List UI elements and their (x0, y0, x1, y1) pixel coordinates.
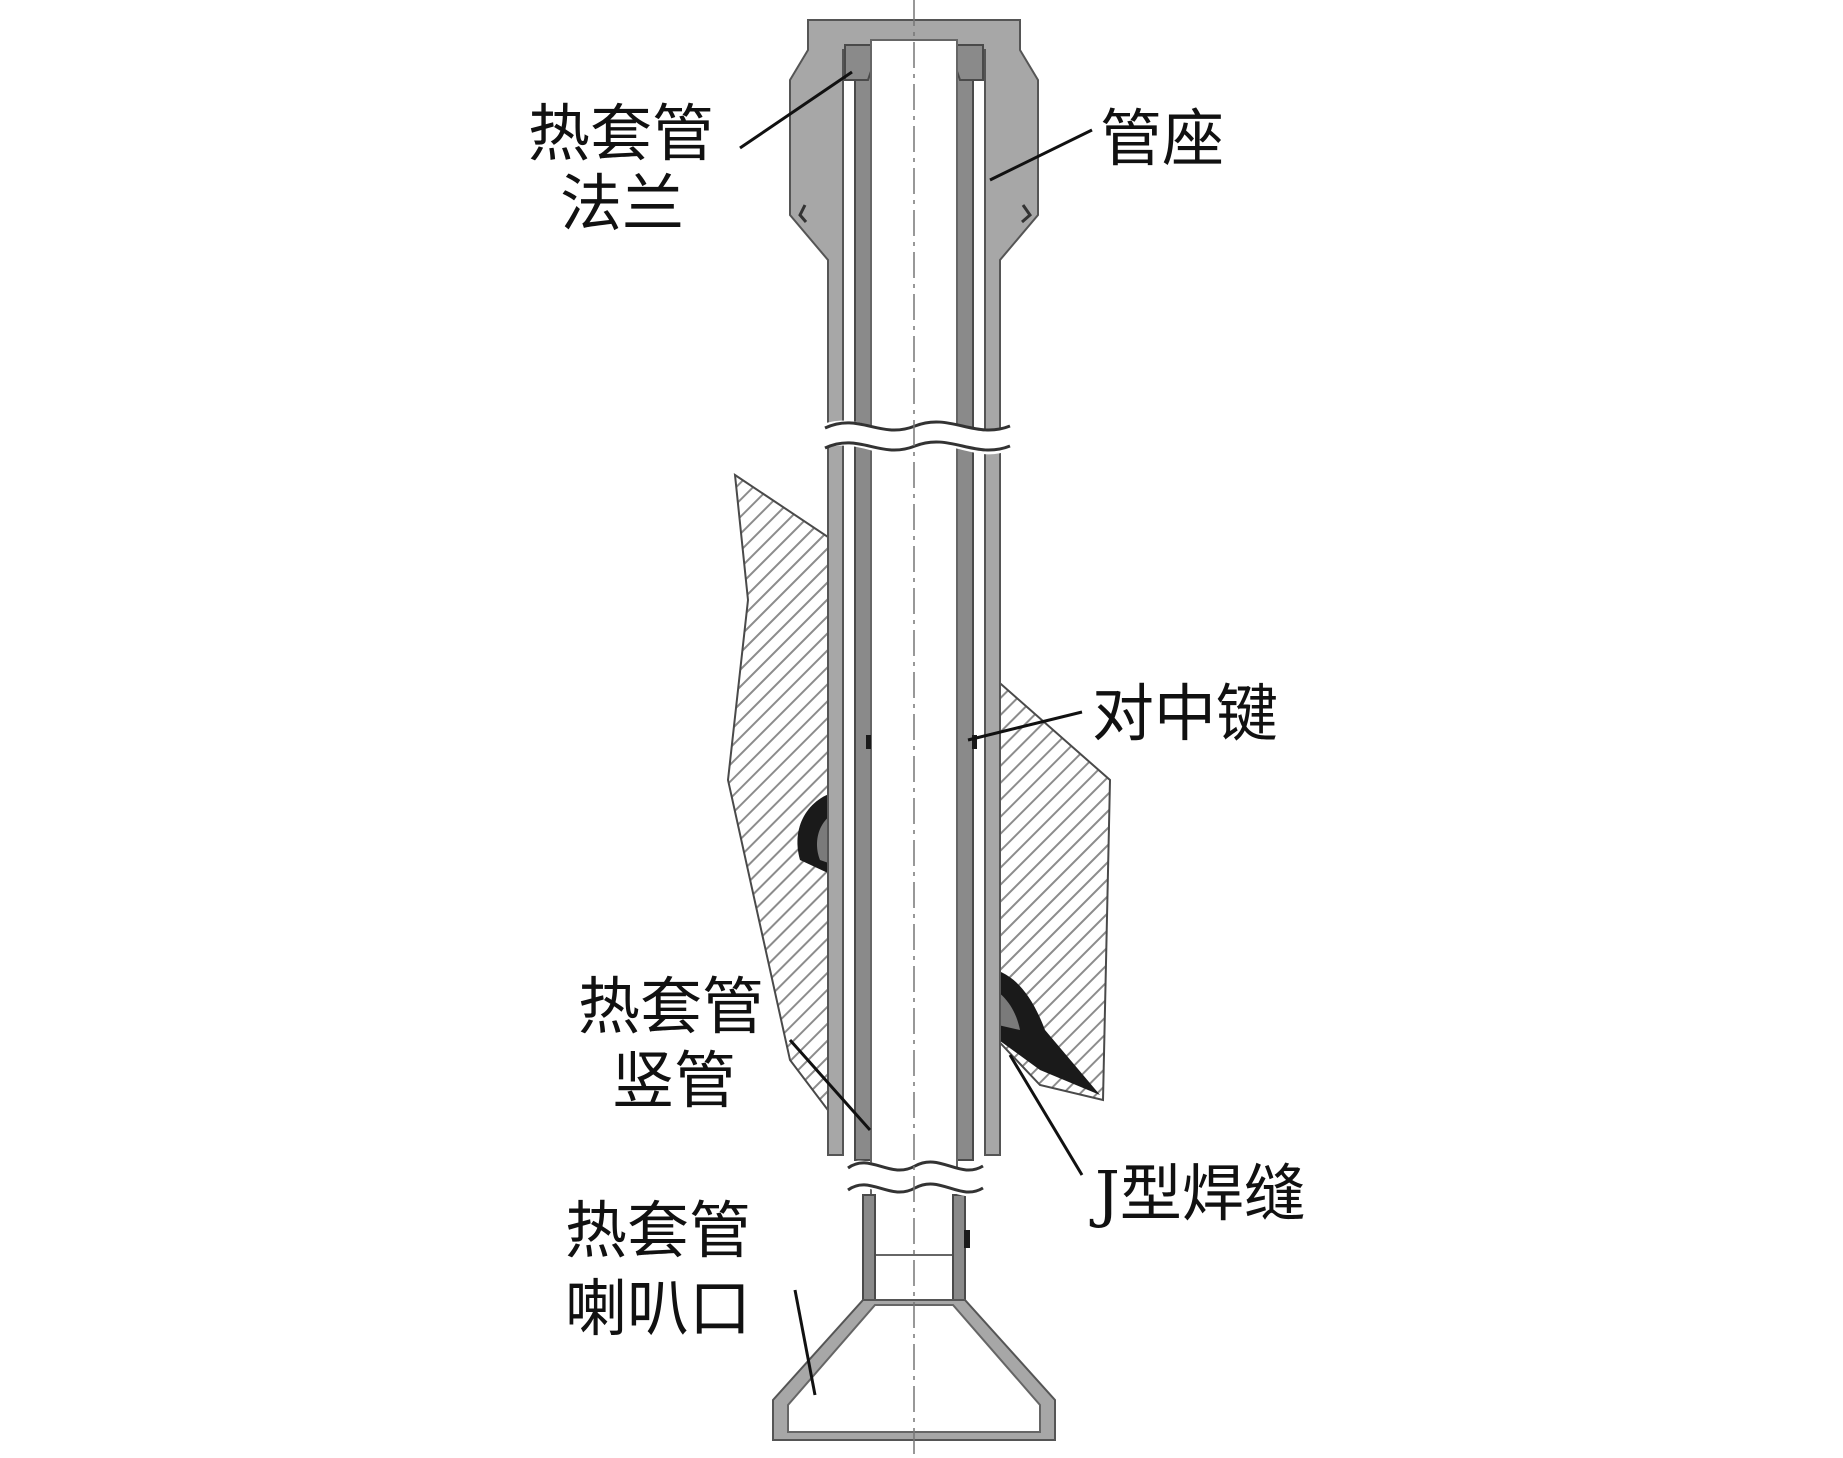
leader-pipe-seat (989, 128, 1093, 182)
leader-funnel (793, 1289, 817, 1396)
label-funnel-line2: 喇叭口 (565, 1272, 751, 1345)
seat-hook-right (1021, 204, 1033, 224)
break-line-upper-a (824, 420, 1011, 432)
break-line-lower-a (847, 1160, 984, 1172)
leader-centering-key (967, 710, 1083, 742)
label-centering-key: 对中键 (1092, 677, 1278, 750)
centering-key (972, 735, 977, 749)
j-weld-right (985, 968, 1100, 1095)
leader-riser (788, 1039, 872, 1131)
riser-lower-key (964, 1230, 970, 1248)
riser-lower-wall-left (862, 1194, 876, 1301)
riser-lower-wall-right (952, 1194, 966, 1301)
centering-key-left (866, 735, 871, 749)
riser-wall-left (854, 59, 872, 1161)
pipe-seat-body (789, 19, 1039, 1156)
label-riser-line1: 热套管 (578, 970, 764, 1043)
label-flange-line2: 法兰 (560, 167, 684, 240)
label-riser-line2: 竖管 (612, 1044, 736, 1117)
break-line-upper-b (824, 440, 1011, 452)
riser-wall-right (956, 59, 974, 1161)
label-funnel-line1: 热套管 (565, 1194, 751, 1267)
label-flange-line1: 热套管 (528, 97, 714, 170)
label-j-weld: J型焊缝 (1089, 1157, 1306, 1230)
leader-flange (739, 70, 853, 150)
break-line-lower-b (847, 1182, 984, 1194)
label-pipe-seat: 管座 (1100, 102, 1224, 175)
seat-hook-left (798, 204, 808, 223)
leader-j-weld (1008, 1054, 1084, 1176)
